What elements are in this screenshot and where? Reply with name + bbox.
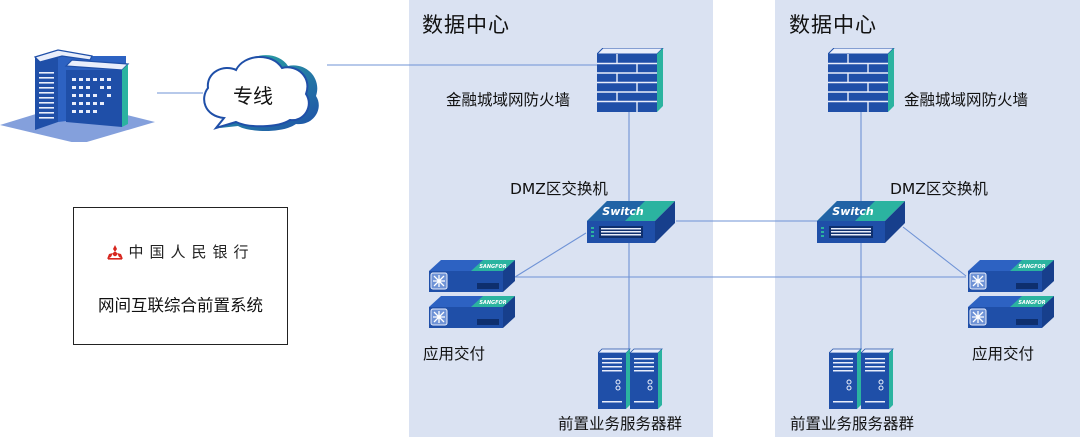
svg-text:SANGFOR: SANGFOR — [479, 264, 506, 270]
link-switch1-adc1 — [514, 232, 587, 278]
firewall-icon — [597, 48, 664, 112]
pboc-system-box: 中国人民银行 网间互联综合前置系统 — [73, 207, 288, 345]
switch-label-2: DMZ区交换机 — [890, 180, 988, 198]
firewall-label-1: 金融城域网防火墙 — [446, 91, 571, 109]
pboc-logo-row: 中国人民银行 — [74, 241, 287, 262]
bank-name: 中国人民银行 — [128, 243, 255, 261]
cloud-label: 专线 — [233, 84, 273, 108]
server-label-1: 前置业务服务器群 — [558, 415, 683, 433]
switch-text: Switch — [832, 205, 874, 218]
server-cluster-icon — [598, 348, 663, 409]
adc-appliance-icon: SANGFOR SANGFOR — [429, 260, 515, 328]
switch-label-1: DMZ区交换机 — [510, 180, 608, 198]
adc-appliance-icon: SANGFOR SANGFOR — [968, 260, 1054, 328]
switch-icon: Switch — [817, 201, 905, 243]
link-switch2-adc2 — [902, 226, 967, 277]
svg-text:SANGFOR: SANGFOR — [1018, 264, 1045, 270]
data-center-title-1: 数据中心 — [422, 13, 510, 37]
system-name: 网间互联综合前置系统 — [98, 296, 263, 315]
pboc-logo-icon — [107, 244, 124, 260]
cloud-icon — [203, 55, 319, 131]
adc-label-2: 应用交付 — [972, 345, 1035, 363]
svg-text:SANGFOR: SANGFOR — [1018, 300, 1045, 306]
switch-text: Switch — [602, 205, 644, 218]
office-building-icon — [0, 49, 155, 142]
data-center-title-2: 数据中心 — [789, 13, 877, 37]
server-label-2: 前置业务服务器群 — [790, 415, 915, 433]
firewall-icon — [828, 48, 895, 112]
switch-icon: Switch — [587, 201, 675, 243]
server-cluster-icon — [829, 348, 894, 409]
firewall-label-2: 金融城域网防火墙 — [904, 91, 1029, 109]
svg-text:SANGFOR: SANGFOR — [479, 300, 506, 306]
adc-label-1: 应用交付 — [423, 345, 486, 363]
